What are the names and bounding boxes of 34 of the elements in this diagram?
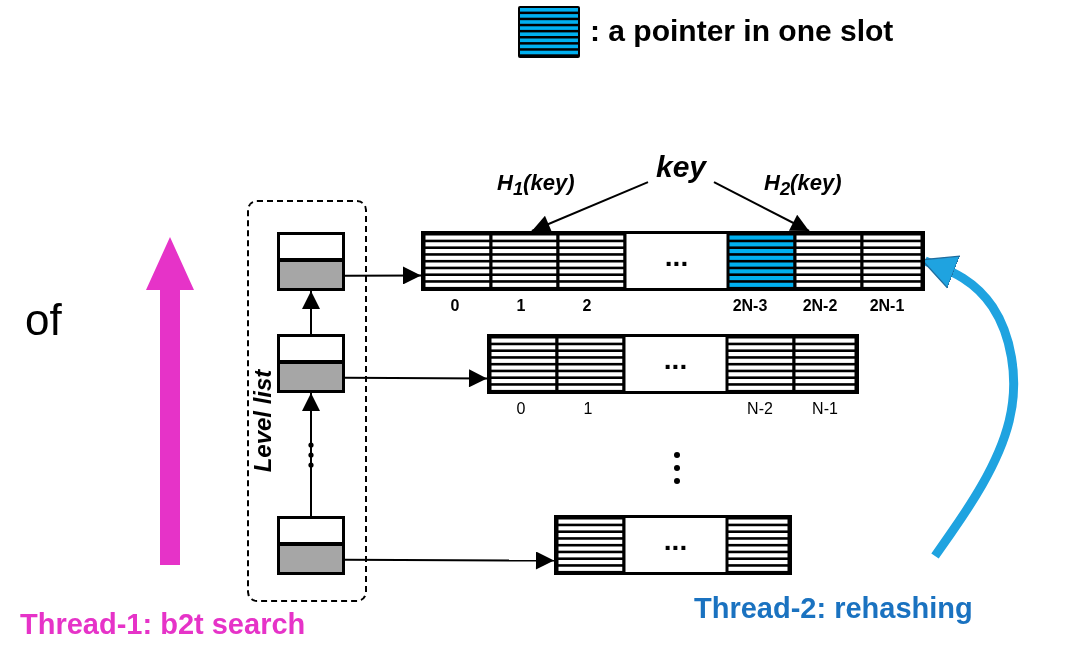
slot-index: N-2 xyxy=(746,400,774,418)
slot-index: 2N-1 xyxy=(868,297,906,315)
arrow xyxy=(530,181,649,233)
slot-index: 0 xyxy=(515,400,527,418)
hash-table xyxy=(554,515,792,575)
dashed-group-box xyxy=(247,200,367,602)
slot-index: 2N-3 xyxy=(731,297,769,315)
list-cell xyxy=(277,334,345,393)
hash-table xyxy=(421,231,925,291)
caption-text: of xyxy=(25,295,63,345)
slot-index: N-1 xyxy=(811,400,839,418)
caption-text: Thread-1: b2t search xyxy=(20,608,307,641)
ellipsis-text: ... xyxy=(663,242,690,272)
hash-table xyxy=(487,334,859,394)
legend-text: : a pointer in one slot xyxy=(590,14,894,48)
ellipsis-text: ... xyxy=(662,345,689,375)
slot-index: 1 xyxy=(582,400,594,418)
slot-index: 2 xyxy=(581,297,593,315)
list-cell xyxy=(277,516,345,575)
slot-index: 2N-2 xyxy=(801,297,839,315)
arrow xyxy=(302,290,320,335)
list-cell xyxy=(277,232,345,291)
arrow xyxy=(344,266,422,285)
edge-label: H$_{2}$(key) xyxy=(764,170,842,201)
arrow xyxy=(344,551,555,570)
slot-index: 1 xyxy=(515,297,527,315)
arrow xyxy=(302,392,320,517)
arrow xyxy=(344,369,488,388)
slot-index: 0 xyxy=(449,297,461,315)
arrow xyxy=(713,181,811,232)
edge-label: H$_{1}$(key) xyxy=(497,170,575,201)
ellipsis-text: ... xyxy=(662,526,689,556)
caption-text: Thread-2: rehashing xyxy=(694,592,974,625)
key-label: key xyxy=(655,150,707,184)
